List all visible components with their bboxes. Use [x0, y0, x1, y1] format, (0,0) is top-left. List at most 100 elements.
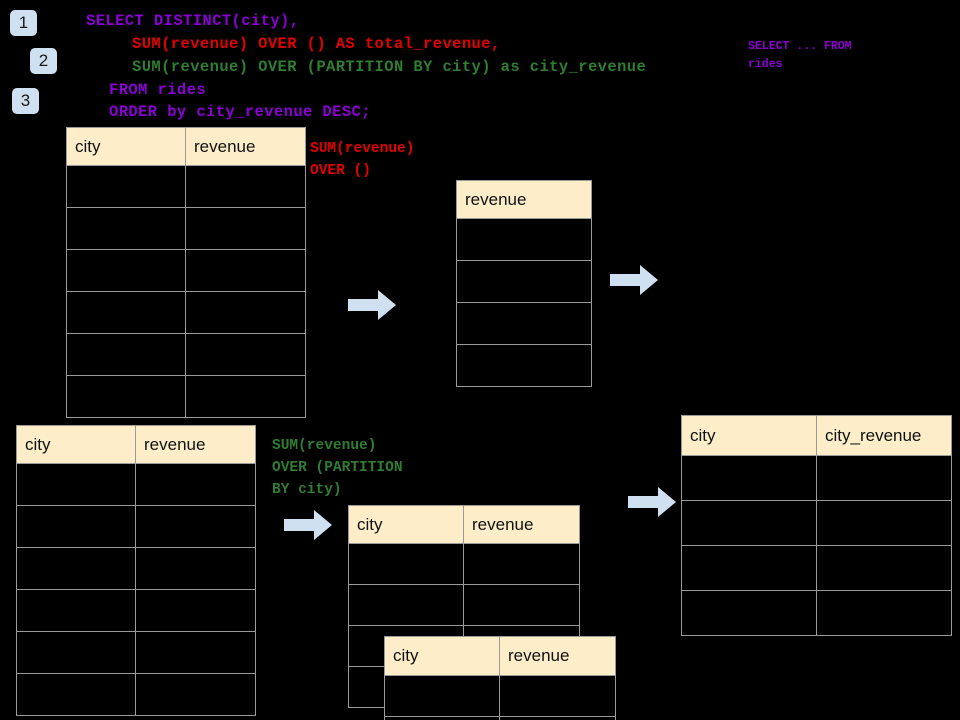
column-header-city: city — [16, 425, 136, 464]
column-header-city: city — [66, 127, 186, 166]
sql-line-order-by: ORDER by city_revenue DESC; — [109, 103, 371, 121]
table-row — [16, 463, 256, 506]
cell-revenue — [499, 716, 616, 720]
table-header-row: revenue — [456, 180, 592, 219]
table-row — [681, 455, 952, 501]
cell-city — [348, 584, 464, 626]
table-header-row: city revenue — [66, 127, 306, 166]
step-badge-1: 1 — [10, 10, 37, 36]
table-row — [66, 291, 306, 334]
step-badge-3: 3 — [12, 88, 39, 114]
table-row — [456, 344, 592, 387]
arrow-source-to-total — [348, 290, 396, 320]
table-row — [681, 500, 952, 546]
arrow-partition-to-result — [628, 487, 676, 517]
column-header-city: city — [384, 636, 500, 676]
cell-revenue — [456, 260, 592, 303]
table-row — [384, 675, 616, 717]
table-header-row: city revenue — [16, 425, 256, 464]
cell-revenue — [135, 673, 256, 716]
cell-city-revenue — [816, 590, 952, 636]
table-row — [66, 207, 306, 250]
cell-city-revenue — [816, 500, 952, 546]
table-row — [16, 589, 256, 632]
table-row — [16, 505, 256, 548]
cell-city — [681, 590, 817, 636]
table-row — [456, 302, 592, 345]
column-header-revenue: revenue — [463, 505, 580, 544]
column-header-revenue: revenue — [185, 127, 306, 166]
cell-revenue — [135, 505, 256, 548]
cell-revenue — [463, 584, 580, 626]
cell-city — [16, 631, 136, 674]
cell-city — [681, 455, 817, 501]
cell-revenue — [499, 675, 616, 717]
column-header-city-revenue: city_revenue — [816, 415, 952, 456]
table-row — [348, 543, 580, 585]
cell-revenue — [135, 463, 256, 506]
sql-line-sum-over-partition: SUM(revenue) OVER (PARTITION BY city) as… — [132, 58, 647, 76]
cell-city — [681, 545, 817, 591]
table-row — [16, 547, 256, 590]
table-row — [384, 716, 616, 720]
table-row — [681, 545, 952, 591]
column-header-revenue: revenue — [499, 636, 616, 676]
cell-city — [16, 589, 136, 632]
cell-city-revenue — [816, 545, 952, 591]
cell-city — [66, 249, 186, 292]
column-header-revenue: revenue — [135, 425, 256, 464]
cell-revenue — [463, 543, 580, 585]
table-row — [456, 218, 592, 261]
column-header-city: city — [681, 415, 817, 456]
table-row — [66, 333, 306, 376]
table-header-row: city city_revenue — [681, 415, 952, 456]
final-result-table: city city_revenue — [681, 415, 952, 636]
cell-revenue — [185, 207, 306, 250]
annotation-sum-over-partition: SUM(revenue) OVER (PARTITION BY city) — [272, 438, 403, 498]
cell-city — [384, 675, 500, 717]
cell-city — [16, 463, 136, 506]
partition-group-table-front: city revenue — [384, 636, 616, 720]
cell-city — [66, 207, 186, 250]
annotation-sum-over-empty: SUM(revenue) OVER () — [310, 141, 415, 179]
cell-revenue — [456, 218, 592, 261]
cell-city — [16, 547, 136, 590]
cell-revenue — [456, 302, 592, 345]
cell-revenue — [185, 165, 306, 208]
annotation-select-from-rides: SELECT ... FROM rides — [748, 40, 852, 71]
cell-revenue — [185, 333, 306, 376]
table-row — [66, 375, 306, 418]
cell-revenue — [135, 631, 256, 674]
table-row — [16, 673, 256, 716]
cell-city — [66, 291, 186, 334]
table-header-row: city revenue — [348, 505, 580, 544]
cell-city — [681, 500, 817, 546]
total-revenue-table: revenue — [456, 180, 592, 387]
cell-revenue — [135, 589, 256, 632]
cell-city — [384, 716, 500, 720]
table-row — [66, 249, 306, 292]
cell-revenue — [185, 291, 306, 334]
sql-line-from-rides: FROM rides — [109, 81, 207, 99]
cell-city-revenue — [816, 455, 952, 501]
table-row — [66, 165, 306, 208]
column-header-city: city — [348, 505, 464, 544]
table-header-row: city revenue — [384, 636, 616, 676]
arrow-source-to-partition — [284, 510, 332, 540]
arrow-total-to-result — [610, 265, 658, 295]
sql-line-sum-over-empty: SUM(revenue) OVER () AS total_revenue, — [132, 35, 501, 53]
sql-line-select-distinct: SELECT DISTINCT(city), — [86, 12, 300, 30]
cell-revenue — [456, 344, 592, 387]
cell-city — [66, 375, 186, 418]
cell-revenue — [185, 249, 306, 292]
cell-city — [66, 165, 186, 208]
cell-city — [16, 505, 136, 548]
cell-revenue — [185, 375, 306, 418]
cell-city — [348, 543, 464, 585]
cell-revenue — [135, 547, 256, 590]
rides-source-table: city revenue — [66, 127, 306, 418]
cell-city — [66, 333, 186, 376]
rides-source-table-partition: city revenue — [16, 425, 256, 716]
table-row — [681, 590, 952, 636]
